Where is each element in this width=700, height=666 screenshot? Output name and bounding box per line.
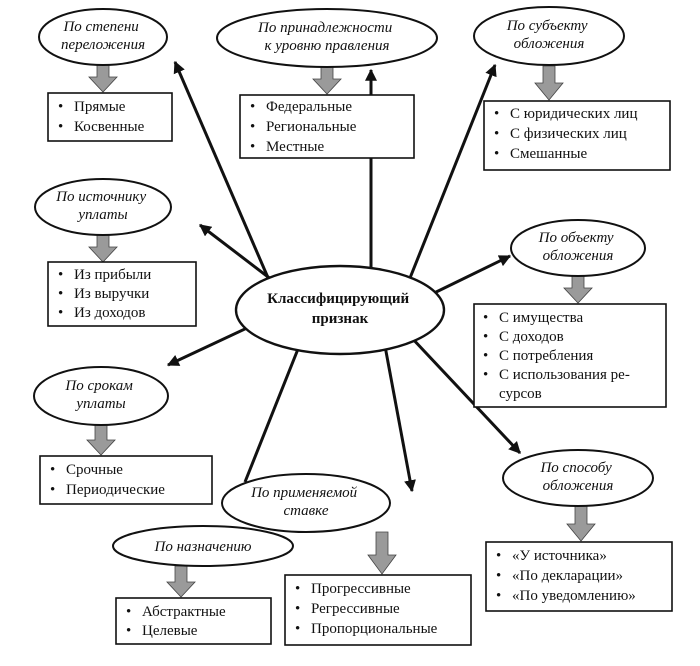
box-srokam	[39, 455, 213, 505]
down-arrows	[86, 63, 596, 598]
down-arrow-srokam	[86, 424, 116, 456]
box-obektu-items: •С имущества •С доходов •С потребления •…	[483, 310, 634, 402]
item-boxes: •Прямые •Косвенные •Федеральные •Региона…	[39, 92, 673, 646]
oval-srokam-label: По срокам уплаты	[64, 378, 136, 412]
oval-naznacheniyu	[112, 525, 294, 567]
box-sposobu-items: •«У источника» •«По декларации» •«По уве…	[496, 548, 636, 604]
box-istochniku-items: •Из прибыли •Из выручки •Из доходов	[58, 267, 155, 321]
box-subektu	[483, 100, 671, 171]
box-sposobu	[485, 541, 673, 612]
oval-urovnyu	[216, 8, 438, 68]
oval-sposobu	[502, 449, 654, 507]
oval-naznacheniyu-label: По назначению	[154, 539, 252, 555]
oval-srokam	[33, 366, 169, 426]
down-arrow-stepeni	[88, 63, 118, 93]
down-arrow-urovnyu	[312, 65, 342, 95]
down-arrow-stavke	[367, 531, 397, 575]
arrow-to-stepeni	[173, 60, 274, 288]
arrow-to-stavke	[383, 345, 416, 493]
box-stavke	[284, 574, 472, 646]
oval-urovnyu-label: По принадлежности к уровню правления	[257, 20, 396, 54]
oval-subektu-label: По субъекту обложения	[506, 18, 592, 52]
down-arrow-subektu	[534, 65, 564, 101]
oval-stavke	[221, 473, 391, 533]
box-istochniku	[47, 261, 197, 327]
arrow-to-naznacheniyu	[243, 343, 302, 483]
box-naznacheniyu	[115, 597, 272, 645]
oval-stepeni-label: По степени переложения	[61, 19, 145, 53]
down-arrow-sposobu	[566, 505, 596, 542]
oval-stavke-label: По применяемой ставке	[250, 485, 361, 519]
box-stepeni	[47, 92, 173, 142]
center-oval	[234, 264, 446, 356]
arrow-to-sposobu	[408, 334, 522, 455]
box-stavke-items: •Прогрессивные •Регрессивные •Пропорцион…	[295, 581, 438, 637]
oval-obektu	[510, 219, 646, 277]
oval-istochniku-label: По источнику уплаты	[55, 189, 150, 223]
center-label: Классифицирующий признак	[267, 291, 413, 327]
down-arrow-obektu	[563, 275, 593, 304]
box-subektu-items: •С юридических лиц •С физических лиц •См…	[494, 106, 641, 162]
box-urovnyu	[239, 94, 415, 159]
box-srokam-items: •Срочные •Периодические	[50, 462, 165, 498]
box-obektu	[473, 303, 667, 408]
box-naznacheniyu-items: •Абстрактные •Целевые	[126, 604, 229, 639]
center-node: Классифицирующий признак	[234, 264, 446, 356]
down-arrow-istochniku	[88, 233, 118, 263]
down-arrow-naznacheniyu	[166, 565, 196, 598]
arrow-to-subektu	[406, 63, 497, 284]
oval-subektu	[473, 6, 625, 66]
arrow-to-obektu	[429, 254, 512, 297]
oval-istochniku	[34, 178, 172, 236]
oval-obektu-label: По объекту обложения	[538, 230, 618, 264]
category-ovals: По степени переложения По принадлежности…	[33, 6, 654, 567]
oval-sposobu-label: По способу обложения	[539, 460, 615, 494]
oval-stepeni	[38, 8, 168, 66]
box-stepeni-items: •Прямые •Косвенные	[58, 99, 145, 135]
arrow-to-istochniku	[199, 223, 277, 285]
box-urovnyu-items: •Федеральные •Региональные •Местные	[250, 99, 360, 155]
